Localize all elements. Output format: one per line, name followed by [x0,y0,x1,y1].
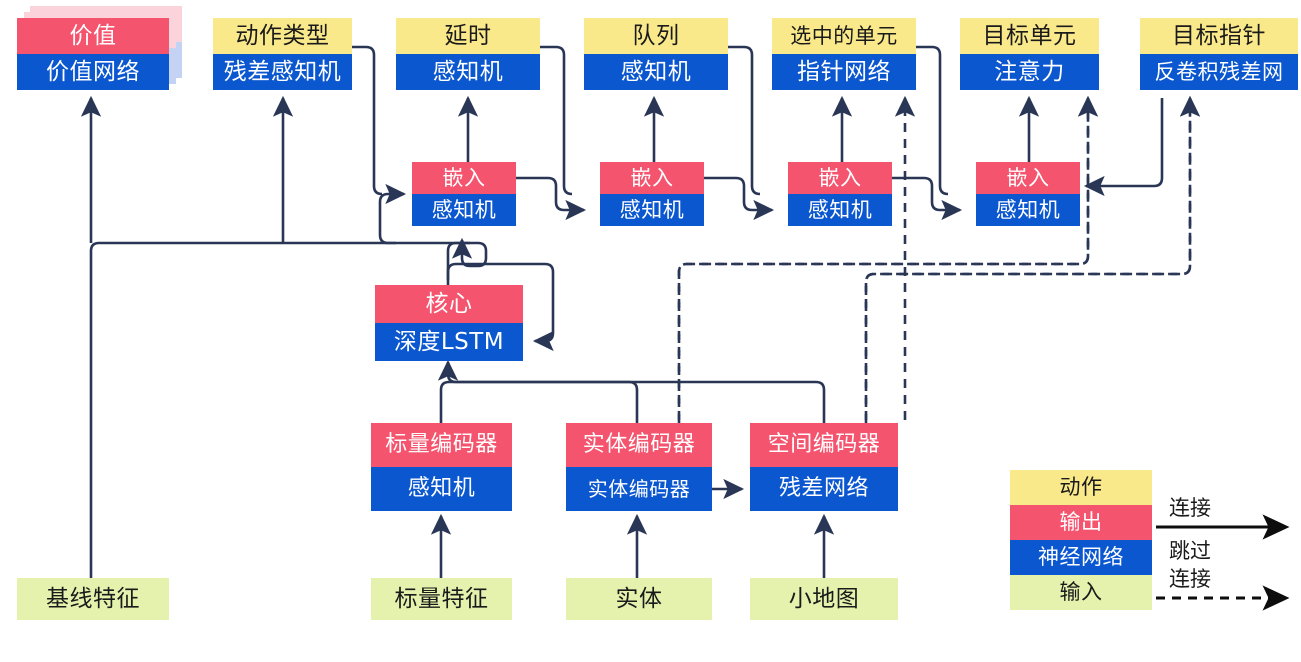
node-queue[interactable]: 队列 感知机 [584,18,728,90]
legend-swatch-action: 动作 [1010,470,1152,505]
node-delay-top: 延时 [396,18,540,54]
node-target-pointer-bottom: 反卷积残差网 [1140,54,1298,90]
node-value-top: 价值 [17,18,169,54]
node-target-unit[interactable]: 目标单元 注意力 [960,18,1099,90]
node-core[interactable]: 核心 深度LSTM [375,285,523,361]
node-queue-top: 队列 [584,18,728,54]
node-embed-4-top: 嵌入 [976,162,1080,194]
legend-dashed-edge-label-line2: 连接 [1169,567,1211,591]
node-embed-2-bottom: 感知机 [600,194,704,226]
node-embed-3-top: 嵌入 [788,162,892,194]
edge-spatialenc-bus [464,380,826,423]
legend-solid-edge-label: 连接 [1169,496,1211,520]
node-embed-3[interactable]: 嵌入 感知机 [788,162,892,226]
edge-skip-spatial-to-targetpointer-2 [864,95,1201,420]
node-selected-units-bottom: 指针网络 [772,54,916,90]
node-embed-4[interactable]: 嵌入 感知机 [976,162,1080,226]
node-target-pointer[interactable]: 目标指针 反卷积残差网 [1140,18,1298,90]
node-target-unit-top: 目标单元 [960,18,1099,54]
node-delay[interactable]: 延时 感知机 [396,18,540,90]
node-entity-encoder-top: 实体编码器 [566,423,712,467]
edge-delay-down [540,45,573,196]
input-minimap-label: 小地图 [750,578,898,620]
node-embed-3-bottom: 感知机 [788,194,892,226]
node-embed-1[interactable]: 嵌入 感知机 [412,162,516,226]
legend-dashed-edge-label-line1: 跳过 [1169,539,1211,563]
edge-embed1-to-embed2 [516,176,587,221]
node-input-minimap[interactable]: 小地图 [750,578,898,620]
node-input-entities[interactable]: 实体 [566,578,712,620]
node-action-type[interactable]: 动作类型 残差感知机 [213,18,352,90]
node-input-scalar-features[interactable]: 标量特征 [371,578,512,620]
node-spatial-encoder[interactable]: 空间编码器 残差网络 [750,423,898,511]
edge-entityenc-bus [464,380,639,423]
node-value-bottom: 价值网络 [17,54,169,90]
edge-embed2-to-embed3 [704,176,775,221]
node-entity-encoder[interactable]: 实体编码器 实体编码器 [566,423,712,511]
edge-into-embed1-left [378,183,407,245]
node-embed-1-top: 嵌入 [412,162,516,194]
node-delay-bottom: 感知机 [396,54,540,90]
node-scalar-encoder[interactable]: 标量编码器 感知机 [371,423,512,511]
node-input-baseline-features[interactable]: 基线特征 [17,578,169,620]
edge-embed3-to-embed4 [892,176,963,221]
edge-actiontype-to-embed1chain [352,45,383,196]
edge-skip-entity-to-targetunit-2 [677,95,1099,420]
legend-swatch-network: 神经网络 [1010,540,1152,575]
edge-selectedunits-down [916,45,949,196]
node-selected-units-top: 选中的单元 [772,18,916,54]
edge-queue-down [728,45,761,196]
input-entities-label: 实体 [566,578,712,620]
node-embed-2[interactable]: 嵌入 感知机 [600,162,704,226]
node-embed-2-top: 嵌入 [600,162,704,194]
node-target-unit-bottom: 注意力 [960,54,1099,90]
edge-bus-to-core [437,359,464,384]
node-embed-4-bottom: 感知机 [976,194,1080,226]
node-selected-units[interactable]: 选中的单元 指针网络 [772,18,916,90]
node-queue-bottom: 感知机 [584,54,728,90]
edge-targetpointer-to-embed4 [1083,98,1164,197]
legend-swatches: 动作 输出 神经网络 输入 [1010,470,1152,610]
edge-core-to-embed1 [451,237,488,268]
node-spatial-encoder-bottom: 残差网络 [750,467,898,511]
legend-swatch-output: 输出 [1010,505,1152,540]
node-value[interactable]: 价值 价值网络 [17,18,169,90]
node-scalar-encoder-bottom: 感知机 [371,467,512,511]
node-scalar-encoder-top: 标量编码器 [371,423,512,467]
input-scalar-features-label: 标量特征 [371,578,512,620]
edge-skip-spatialenc-to-targetpointer [864,95,1201,423]
node-entity-encoder-bottom: 实体编码器 [566,467,712,511]
node-spatial-encoder-top: 空间编码器 [750,423,898,467]
node-core-bottom: 深度LSTM [375,323,523,361]
edge-core-upbus-stub [446,241,470,285]
input-baseline-features-label: 基线特征 [17,578,169,620]
node-target-pointer-top: 目标指针 [1140,18,1298,54]
legend-swatch-input: 输入 [1010,575,1152,610]
node-action-type-top: 动作类型 [213,18,352,54]
node-action-type-bottom: 残差感知机 [213,54,352,90]
node-embed-1-bottom: 感知机 [412,194,516,226]
edge-skip-entityenc-to-targetunit [677,95,1099,423]
node-core-top: 核心 [375,285,523,323]
edge-scalarenc-bus [439,380,464,423]
